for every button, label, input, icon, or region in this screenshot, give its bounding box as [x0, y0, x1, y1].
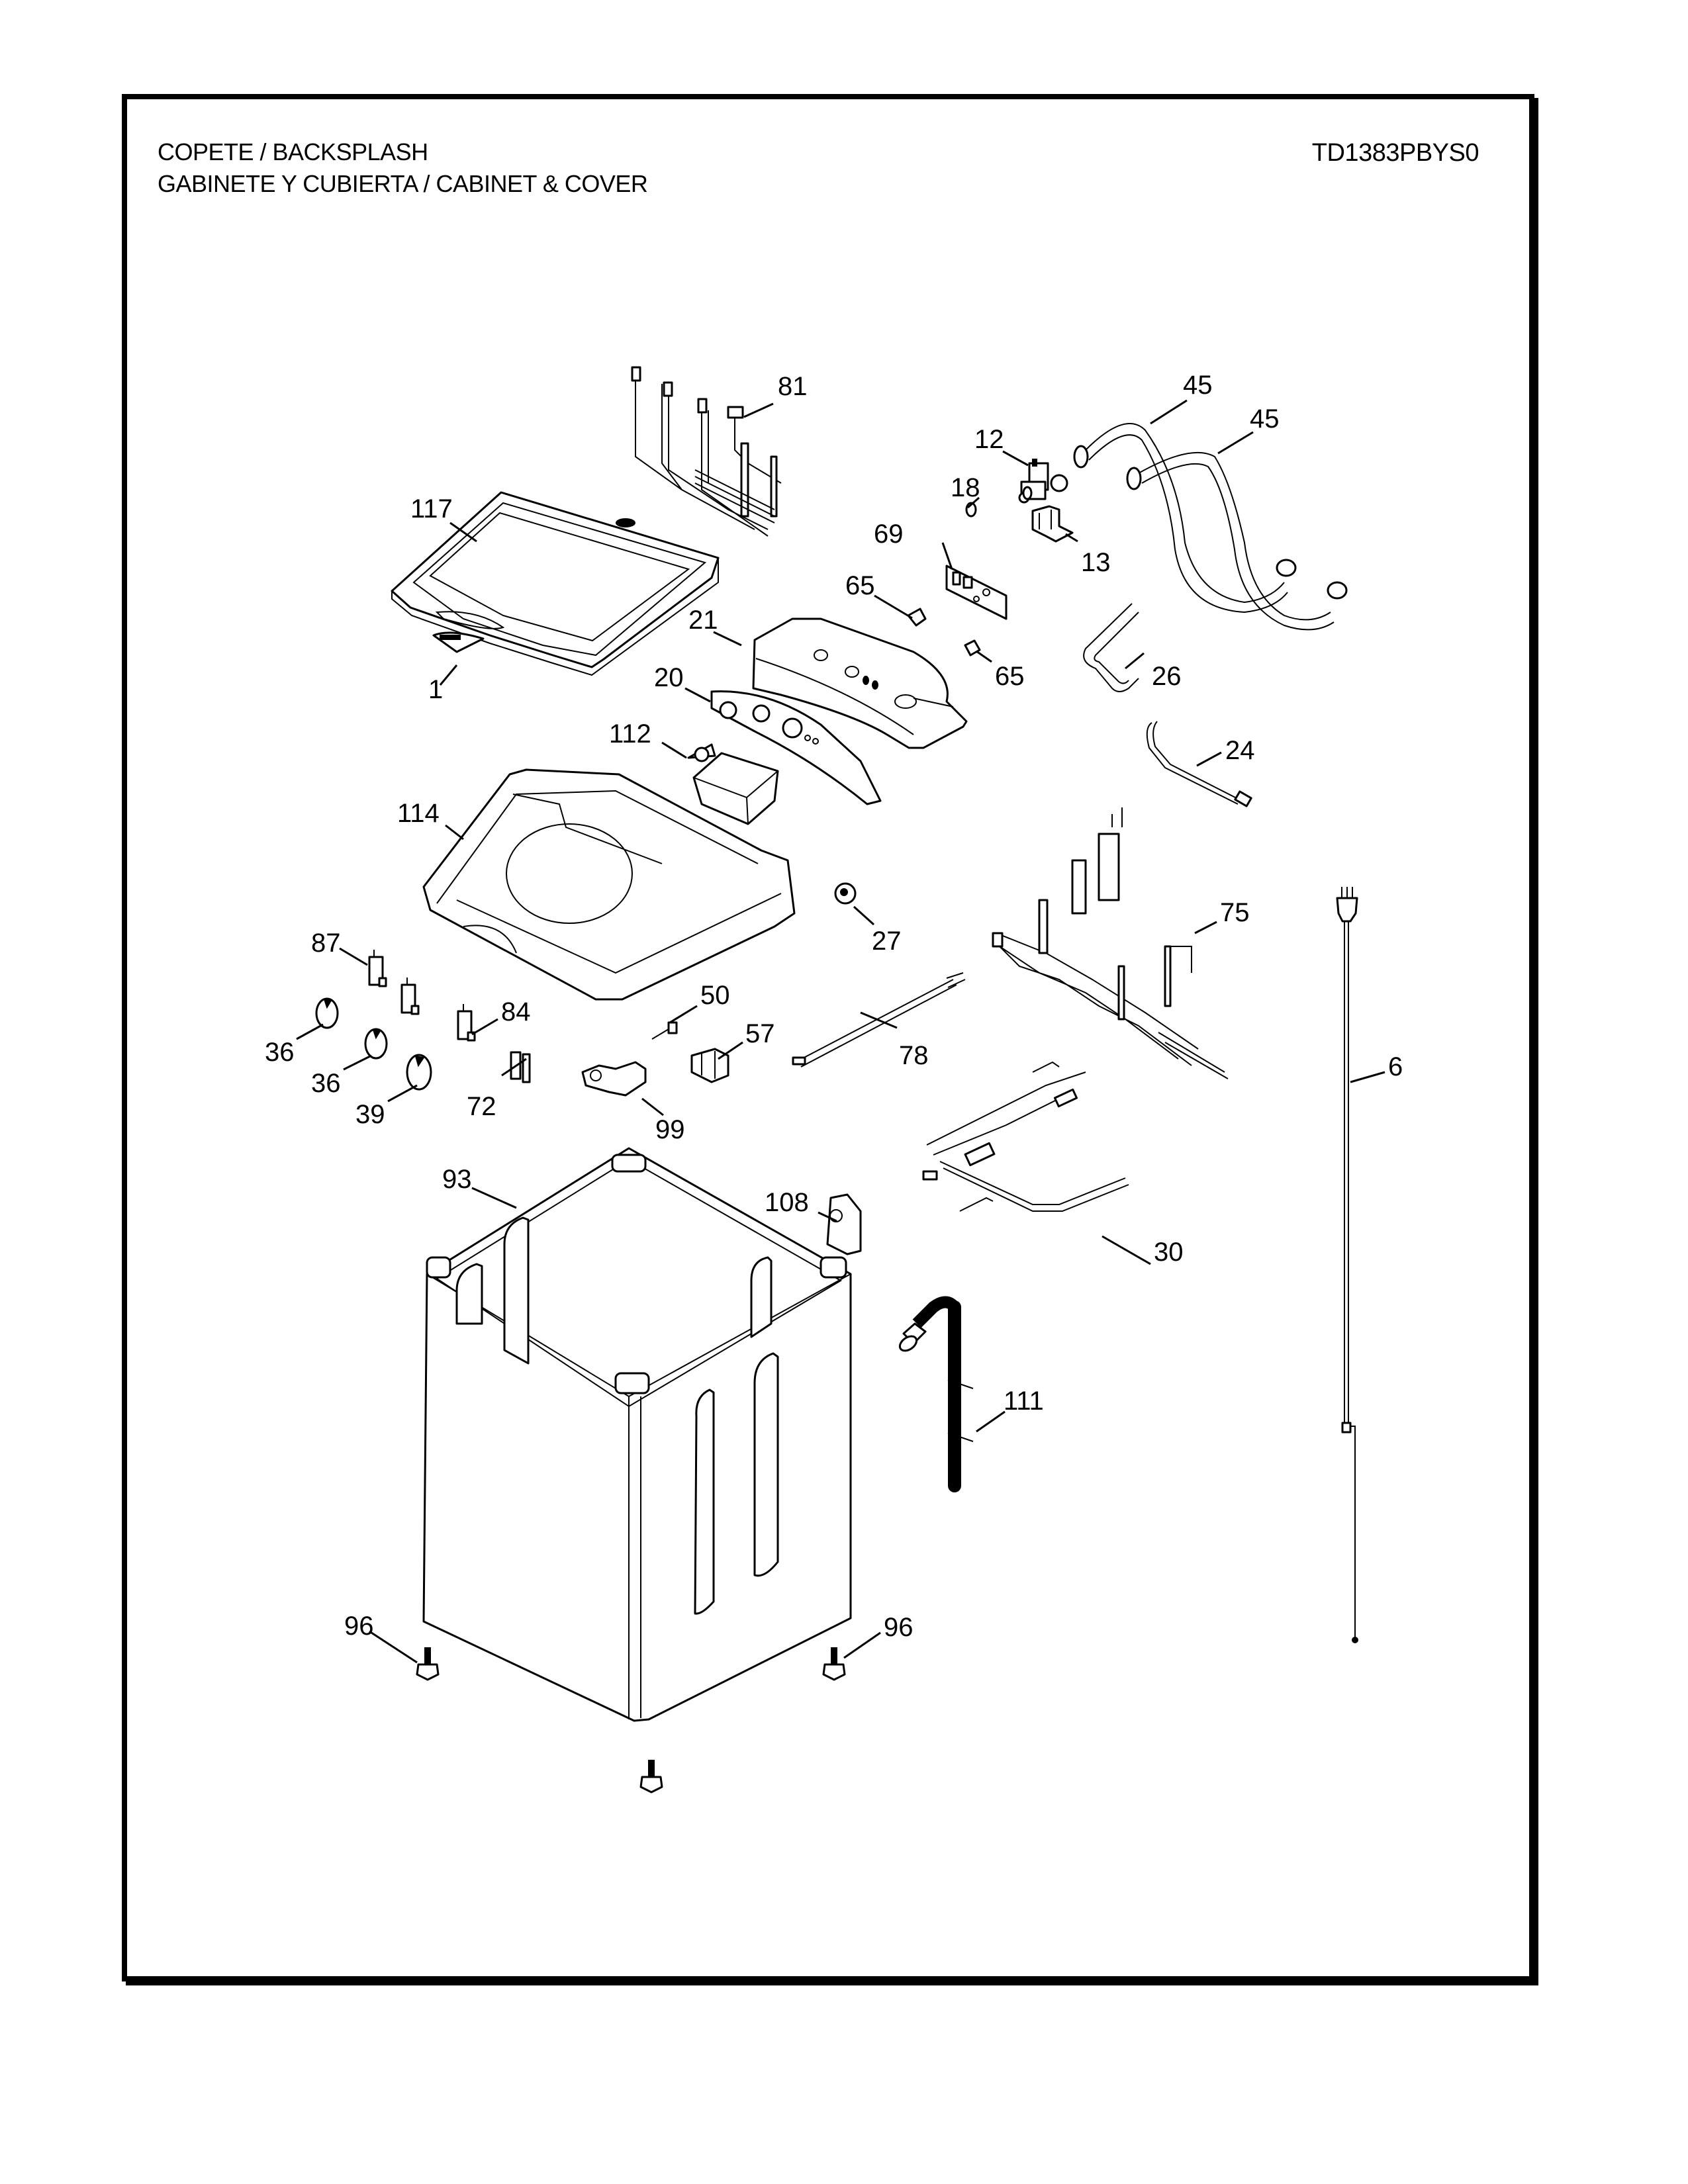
label-75: 75 — [1220, 898, 1250, 927]
label-72: 72 — [467, 1092, 496, 1121]
part-75-wire-harness[interactable] — [992, 807, 1229, 1079]
part-87-switch[interactable] — [368, 950, 387, 987]
label-39: 39 — [355, 1100, 385, 1129]
page-border — [122, 94, 1534, 1981]
label-65-b: 65 — [995, 662, 1025, 691]
part-65-clip-2[interactable] — [964, 639, 981, 657]
part-30-wire-harness[interactable] — [922, 1061, 1129, 1212]
part-84-switch[interactable] — [457, 1004, 476, 1042]
label-87: 87 — [311, 929, 341, 958]
part-6-power-cord[interactable] — [1336, 887, 1358, 1643]
part-20-control-panel[interactable] — [710, 690, 882, 805]
label-84: 84 — [501, 997, 531, 1026]
part-36-knob-1[interactable] — [315, 997, 339, 1029]
label-36-a: 36 — [265, 1038, 295, 1067]
label-114: 114 — [397, 799, 440, 828]
part-27-pressure-switch[interactable] — [834, 882, 857, 905]
label-78: 78 — [899, 1041, 929, 1070]
label-69: 69 — [874, 520, 904, 549]
label-12: 12 — [974, 425, 1004, 454]
label-93: 93 — [442, 1165, 472, 1194]
part-117-lid[interactable] — [391, 491, 720, 676]
part-112-dispenser[interactable] — [687, 743, 779, 825]
leader-lines — [296, 399, 1385, 1664]
part-96-leveling-leg-2[interactable] — [822, 1647, 846, 1681]
part-65-clip-1[interactable] — [907, 608, 927, 627]
part-114-top-cover[interactable] — [422, 768, 796, 1001]
label-27: 27 — [872, 927, 902, 956]
label-26: 26 — [1152, 662, 1182, 691]
part-labels: 81 45 45 12 18 13 117 69 65 65 21 26 1 2… — [265, 371, 1403, 1642]
label-45-b: 45 — [1250, 404, 1280, 433]
label-96-a: 96 — [344, 1612, 374, 1641]
label-20: 20 — [654, 663, 684, 692]
label-36-b: 36 — [311, 1069, 341, 1098]
part-45-inlet-hose-1[interactable] — [1073, 423, 1297, 614]
model-number: TD1383PBYS0 — [1311, 139, 1479, 167]
part-78-wire-lead[interactable] — [792, 972, 966, 1068]
part-36-knob-2[interactable] — [364, 1028, 388, 1060]
label-57: 57 — [745, 1019, 775, 1048]
part-45-inlet-hose-2[interactable] — [1126, 451, 1348, 631]
label-50: 50 — [700, 981, 730, 1010]
part-50-micro-switch[interactable] — [651, 1021, 678, 1040]
label-1: 1 — [428, 675, 443, 704]
part-57-lid-lock[interactable] — [690, 1048, 729, 1083]
label-108: 108 — [765, 1188, 809, 1217]
label-6: 6 — [1388, 1052, 1403, 1081]
part-99-lid-switch[interactable] — [581, 1061, 647, 1097]
part-108-hose-guide[interactable] — [826, 1193, 862, 1255]
part-21-backsplash-cover[interactable] — [752, 617, 968, 749]
part-69-control-board[interactable] — [945, 565, 1008, 620]
label-117: 117 — [410, 494, 453, 523]
label-99: 99 — [655, 1115, 685, 1144]
title-line-1: COPETE / BACKSPLASH — [158, 138, 428, 165]
part-24-wire-lead[interactable] — [1146, 721, 1252, 807]
part-96-leveling-leg-3[interactable] — [639, 1760, 663, 1794]
part-81-wire-harness[interactable] — [631, 366, 782, 537]
label-18: 18 — [951, 473, 980, 502]
label-45-a: 45 — [1183, 371, 1213, 400]
label-96-b: 96 — [884, 1613, 914, 1642]
label-13: 13 — [1081, 548, 1111, 577]
part-87-switch-2[interactable] — [400, 978, 420, 1015]
part-93-cabinet[interactable] — [422, 1147, 852, 1722]
label-111: 111 — [1004, 1387, 1044, 1416]
diagram-title: COPETE / BACKSPLASH GABINETE Y CUBIERTA … — [158, 136, 648, 200]
part-39-knob[interactable] — [406, 1054, 432, 1091]
part-18-clip-2[interactable] — [1022, 486, 1033, 500]
part-1-lid-handle[interactable] — [432, 631, 485, 653]
part-96-leveling-leg-1[interactable] — [416, 1647, 440, 1681]
label-81: 81 — [778, 372, 808, 401]
part-26-hose[interactable] — [1083, 603, 1139, 692]
label-65-a: 65 — [845, 571, 875, 600]
label-21: 21 — [688, 606, 718, 635]
label-24: 24 — [1225, 736, 1255, 765]
label-112: 112 — [609, 719, 651, 749]
part-13-valve-bracket[interactable] — [1031, 505, 1074, 543]
title-line-2: GABINETE Y CUBIERTA / CABINET & COVER — [158, 170, 648, 197]
part-111-drain-hose[interactable] — [897, 1296, 974, 1492]
label-30: 30 — [1154, 1238, 1184, 1267]
